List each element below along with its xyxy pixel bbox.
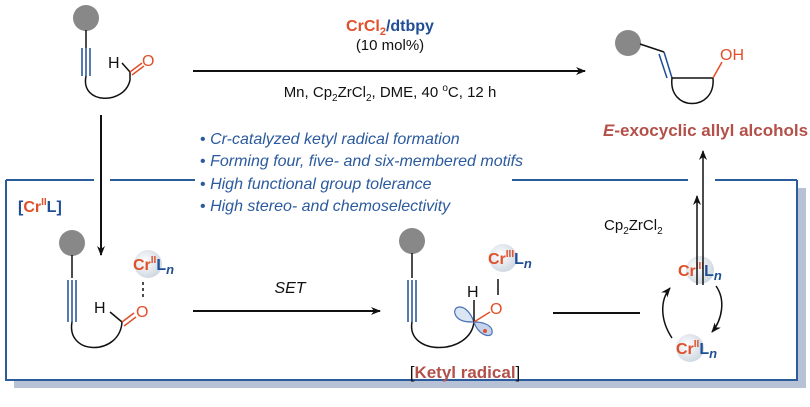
bullet-item: • High stereo- and chemoselectivity — [200, 198, 451, 215]
ketyl-radical-label: [Ketyl radical] — [410, 363, 521, 382]
cr-ii-ligand-label: [CrIIL] — [18, 197, 62, 216]
h-label: H — [467, 284, 479, 301]
cr-iii-ln-label: CrIIILn — [488, 249, 532, 271]
zirconocene-label: Cp2ZrCl2 — [604, 217, 663, 237]
feature-bullets: • Cr-catalyzed ketyl radical formation •… — [200, 131, 523, 215]
cr-ii-ln-label: CrIILn — [676, 339, 717, 361]
reaction-conditions: Mn, Cp2ZrCl2, DME, 40 oC, 12 h — [284, 83, 497, 104]
h-label: H — [94, 300, 106, 317]
ketyl-radical-intermediate: H O CrIIILn — [399, 228, 532, 349]
cr-catalytic-cycle: CrIIILn CrIILn — [661, 256, 723, 362]
cr-aldehyde-complex: H O CrIILn — [59, 230, 174, 349]
oh-label: OH — [720, 47, 744, 64]
h-label: H — [108, 55, 120, 72]
catalyst-loading: (10 mol%) — [356, 37, 424, 54]
allyl-alcohol-product: OH — [615, 30, 744, 105]
set-label: SET — [274, 280, 306, 297]
bullet-item: • Cr-catalyzed ketyl radical formation — [200, 131, 460, 148]
bullet-item: • High functional group tolerance — [200, 176, 432, 193]
product-class-title: E-exocyclic allyl alcohols — [603, 121, 808, 140]
o-label: O — [136, 304, 148, 321]
bullet-item: • Forming four, five- and six-membered m… — [200, 153, 523, 170]
o-label: O — [490, 301, 502, 318]
catalyst-label: CrCl2/dtbpy — [346, 18, 434, 38]
cr-iii-ln-label: CrIIILn — [678, 261, 722, 283]
alkynyl-aldehyde: H O — [73, 5, 154, 99]
mechanism-frame — [5, 179, 806, 388]
o-label: O — [142, 53, 154, 70]
cr-ii-ln-label: CrIILn — [133, 255, 174, 277]
